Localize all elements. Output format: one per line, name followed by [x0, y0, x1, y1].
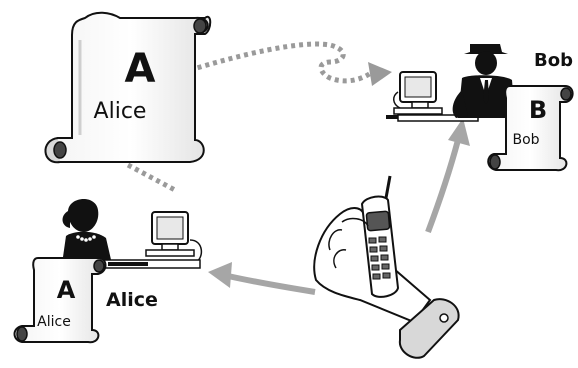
arrow-head-up: [448, 118, 470, 146]
arrow-phone-to-alice: [208, 262, 316, 295]
computer-icon: [145, 211, 203, 263]
sleeve-cuff: [398, 298, 460, 359]
scroll-letter: A: [57, 276, 76, 304]
mobile-phone-icon: [341, 175, 400, 298]
man-with-hat-icon: [452, 44, 515, 118]
dotted-link-scroll-to-alice: [126, 162, 177, 193]
scroll-bob: B Bob: [487, 85, 574, 172]
scroll-name: Alice: [94, 99, 147, 124]
dotted-arrow-alice-to-bob: [189, 41, 392, 86]
woman-icon: [62, 198, 112, 264]
scroll-name: Bob: [512, 132, 539, 148]
arrow-head-left: [208, 262, 232, 288]
scroll-name: Alice: [37, 314, 71, 330]
arrow-phone-to-bob: [425, 118, 470, 234]
scroll-alice-large: A Alice: [44, 11, 212, 164]
scroll-letter: B: [529, 96, 547, 124]
scroll-alice-small: A Alice: [13, 257, 107, 344]
scroll-letter: A: [125, 46, 156, 92]
dotted-arrow-head: [368, 62, 392, 86]
bob-label: Bob: [534, 50, 573, 71]
keyboard-icon: [108, 262, 148, 266]
computer-icon: [386, 71, 443, 119]
alice-label: Alice: [106, 289, 158, 311]
